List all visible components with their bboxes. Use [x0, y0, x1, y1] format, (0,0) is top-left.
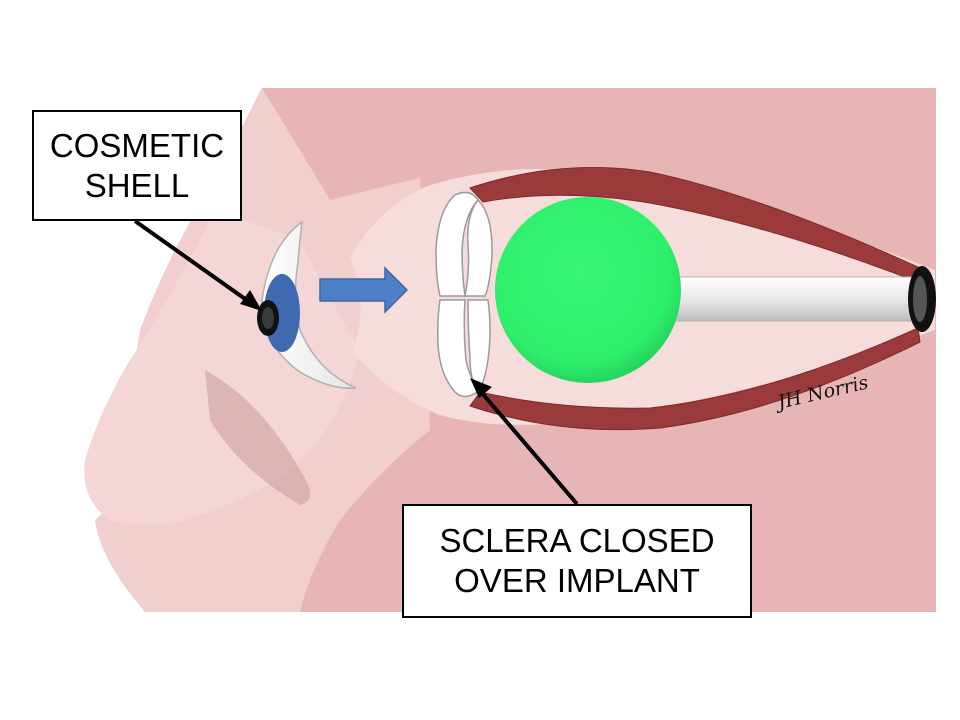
- nose-shadow: [205, 370, 310, 505]
- sclera-upper: [435, 191, 479, 297]
- sclera-lower: [437, 299, 482, 398]
- sclera-closed-label: SCLERA CLOSED OVER IMPLANT: [402, 504, 752, 618]
- sclera-upper-right: [464, 198, 493, 297]
- cosmetic-shell-label-line-2: SHELL: [84, 166, 190, 204]
- cosmetic-shell-label-line-1: COSMETIC: [49, 126, 225, 164]
- cosmetic-shell-label: COSMETIC SHELL: [32, 110, 242, 221]
- sclera-pointer: [474, 384, 579, 506]
- implant-stalk: [667, 276, 921, 322]
- sclera-closed-label-line-2: OVER IMPLANT: [454, 562, 700, 599]
- right-arrow-icon: [319, 266, 409, 314]
- sclera-closed-label-line-1: SCLERA CLOSED: [439, 522, 715, 560]
- cosmetic-shell-pointer: [133, 219, 257, 308]
- orbital-implant-sphere: [495, 197, 681, 383]
- lower-muscle: [469, 327, 921, 431]
